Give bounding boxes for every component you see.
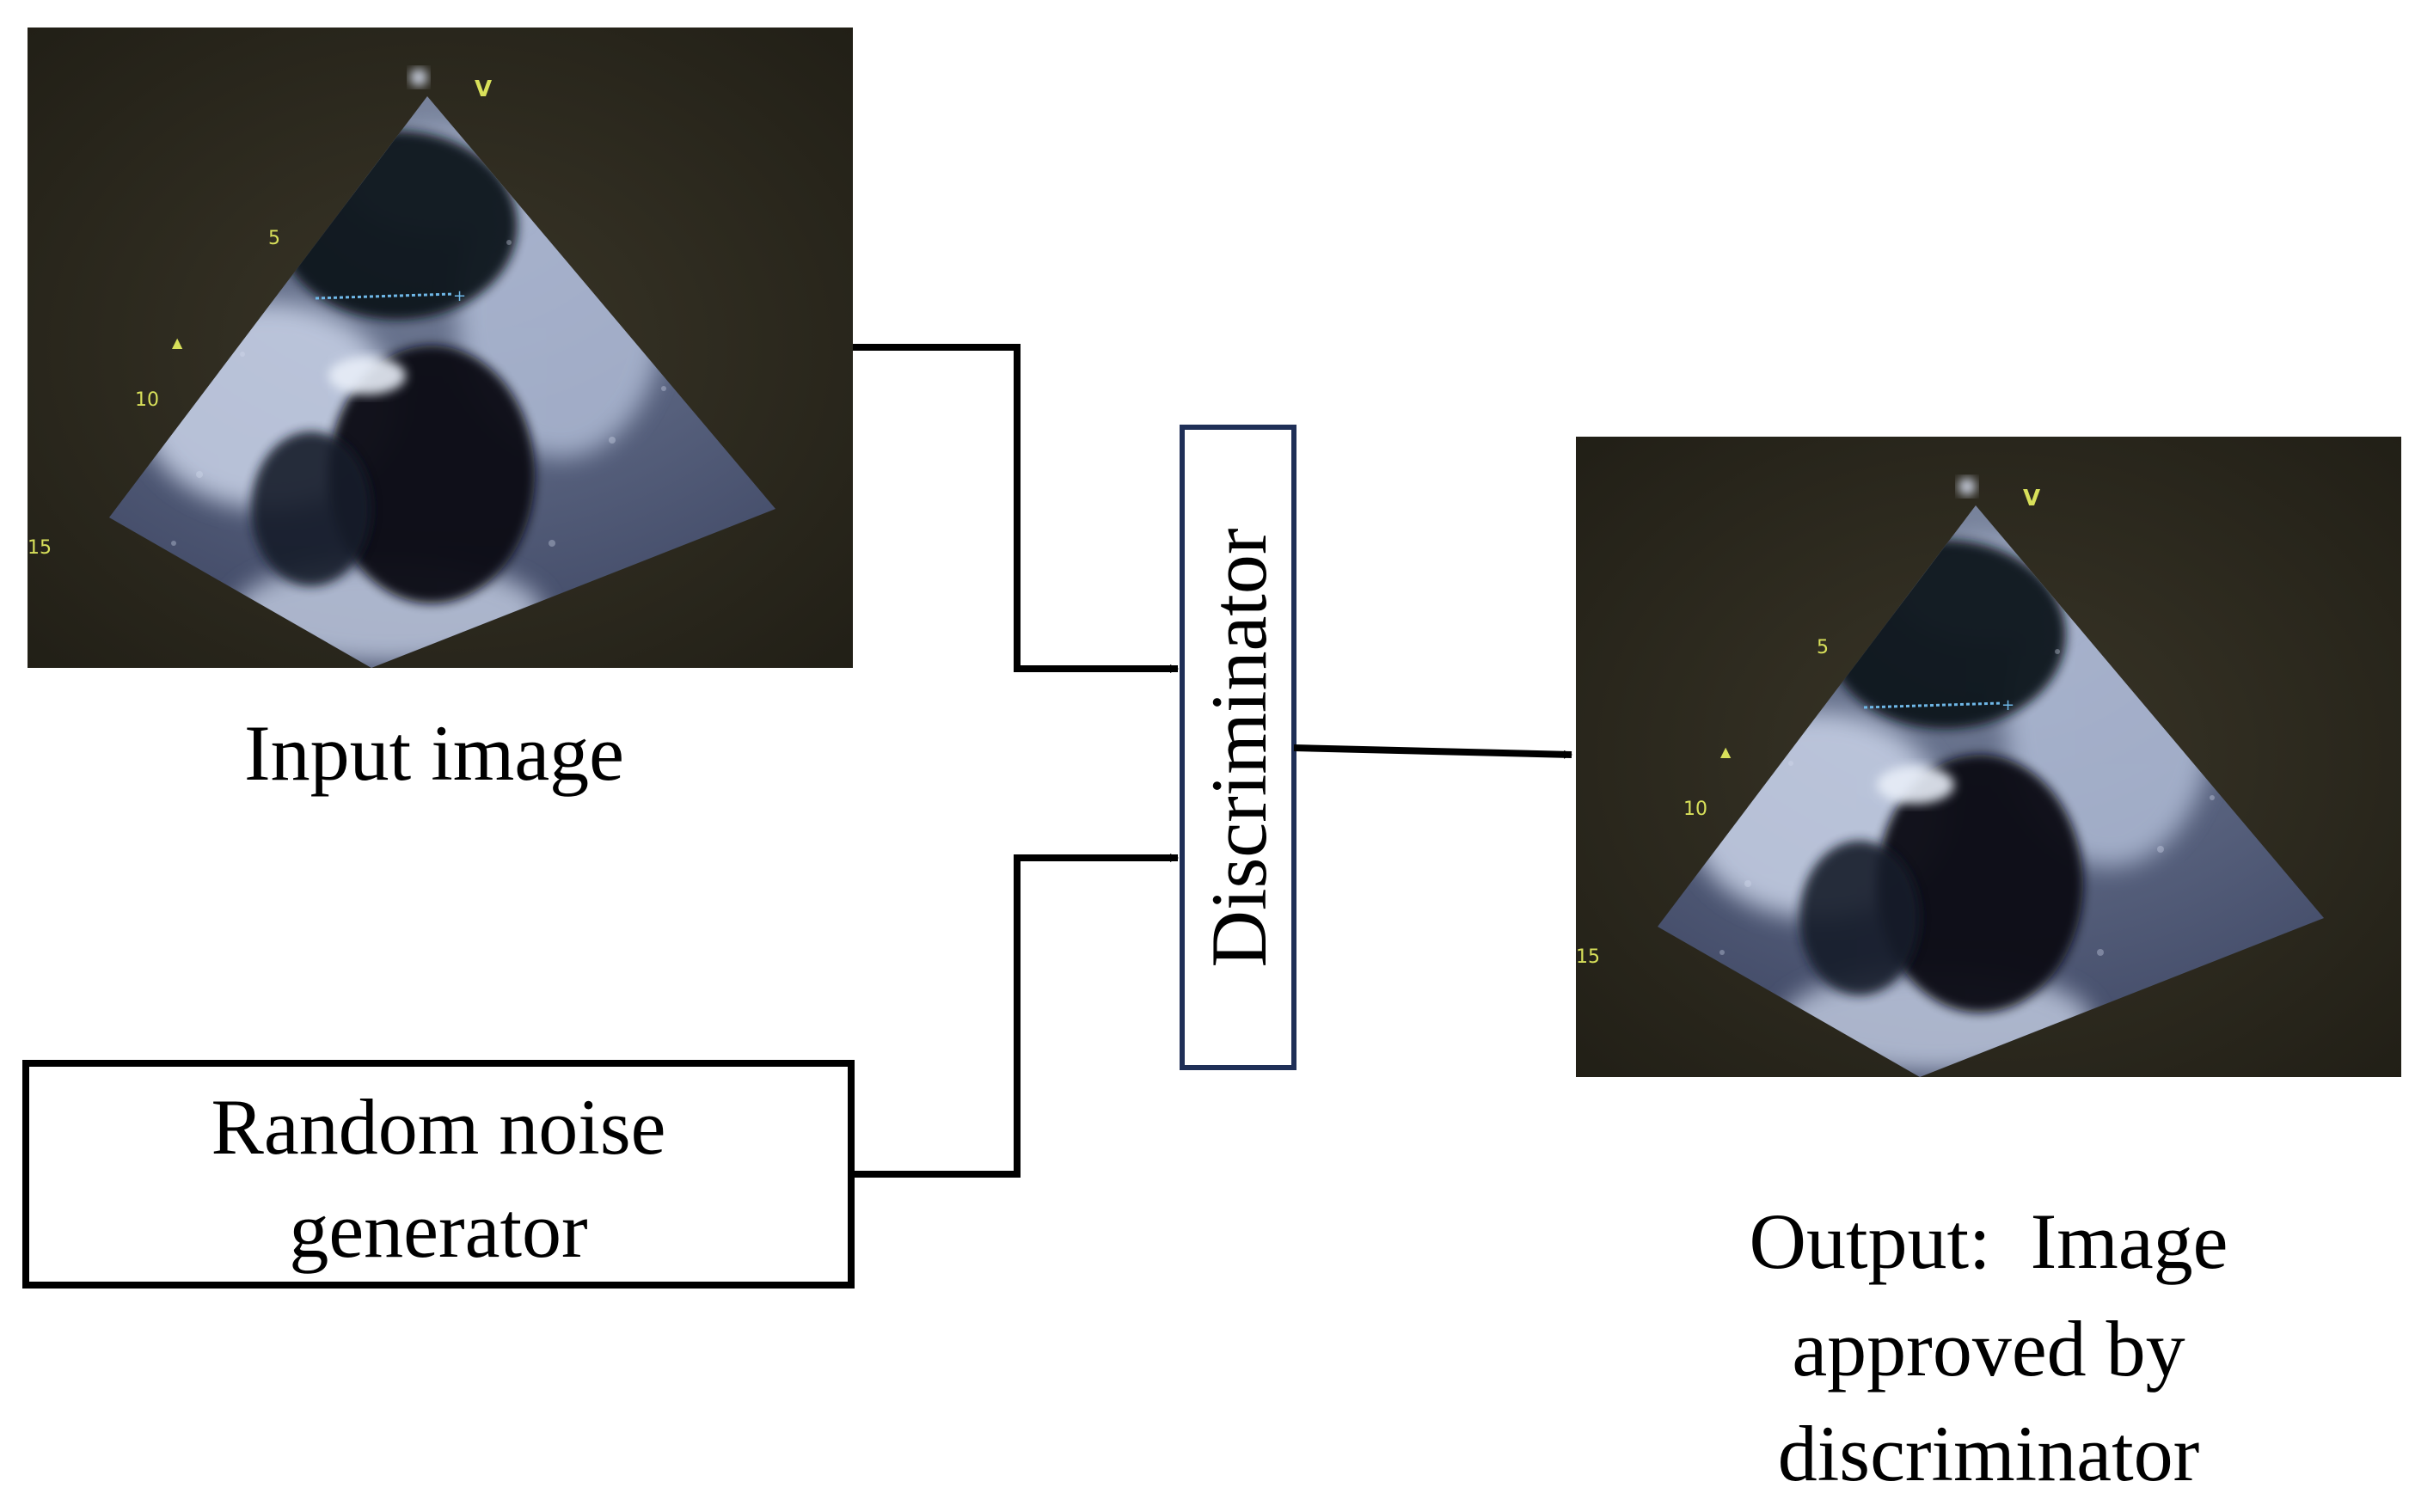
noise-box-label-line2: generator	[289, 1186, 587, 1274]
input-ultrasound-image	[28, 28, 853, 668]
noise-to-discriminator-arrow	[851, 854, 1179, 1178]
discriminator-to-output-arrow	[1293, 744, 1572, 759]
input-to-discriminator-arrow	[853, 344, 1179, 673]
output-label-line2: approved by	[1792, 1305, 2185, 1393]
noise-box-label-line1: Random noise	[211, 1083, 666, 1171]
input-image-label: Input image	[244, 709, 624, 797]
discriminator-box	[1180, 425, 1296, 1070]
output-ultrasound-image	[1576, 437, 2401, 1077]
discriminator-label: Discriminator	[1195, 529, 1283, 968]
random-noise-generator-box	[22, 1060, 855, 1289]
output-label-line3: discriminator	[1778, 1410, 2200, 1497]
output-label-line1: Output: Image	[1750, 1197, 2228, 1285]
